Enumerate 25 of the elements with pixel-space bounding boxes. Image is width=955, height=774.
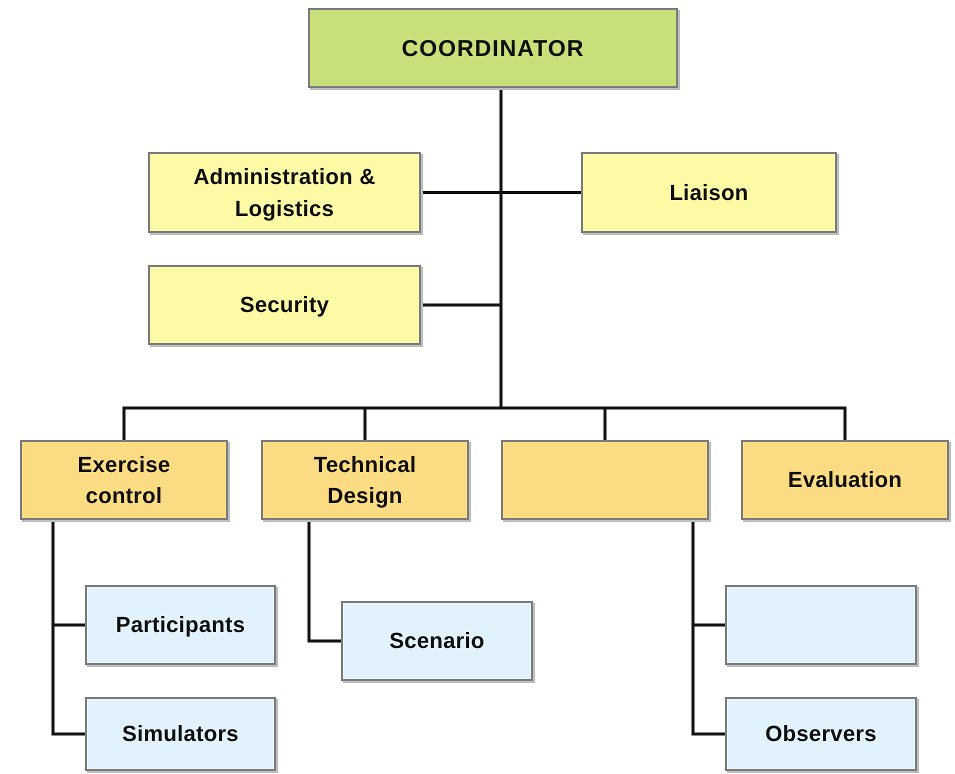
org-box xyxy=(725,697,917,771)
box-label: Administration & Logistics xyxy=(192,163,377,223)
org-box xyxy=(725,585,917,665)
org-box xyxy=(85,697,276,771)
org-box xyxy=(261,440,469,520)
box-label: Evaluation xyxy=(788,466,902,494)
box-label: Simulators xyxy=(122,720,239,748)
org-box xyxy=(501,440,709,520)
org-box xyxy=(148,152,421,233)
box-label: Technical Design xyxy=(312,450,418,510)
org-box xyxy=(741,440,949,520)
org-box xyxy=(85,585,276,665)
connector-line xyxy=(308,520,341,642)
box-label: COORDINATOR xyxy=(402,34,584,63)
box-label: Security xyxy=(240,291,330,320)
box-label: Observers xyxy=(765,720,877,748)
org-box xyxy=(341,601,533,681)
box-label: Exercise control xyxy=(76,450,172,510)
box-label: Liaison xyxy=(669,178,749,207)
org-box xyxy=(308,8,678,88)
org-box xyxy=(20,440,228,520)
box-label: Participants xyxy=(116,611,246,640)
org-box xyxy=(581,152,837,233)
org-box xyxy=(148,265,421,345)
box-label: Scenario xyxy=(389,627,485,656)
